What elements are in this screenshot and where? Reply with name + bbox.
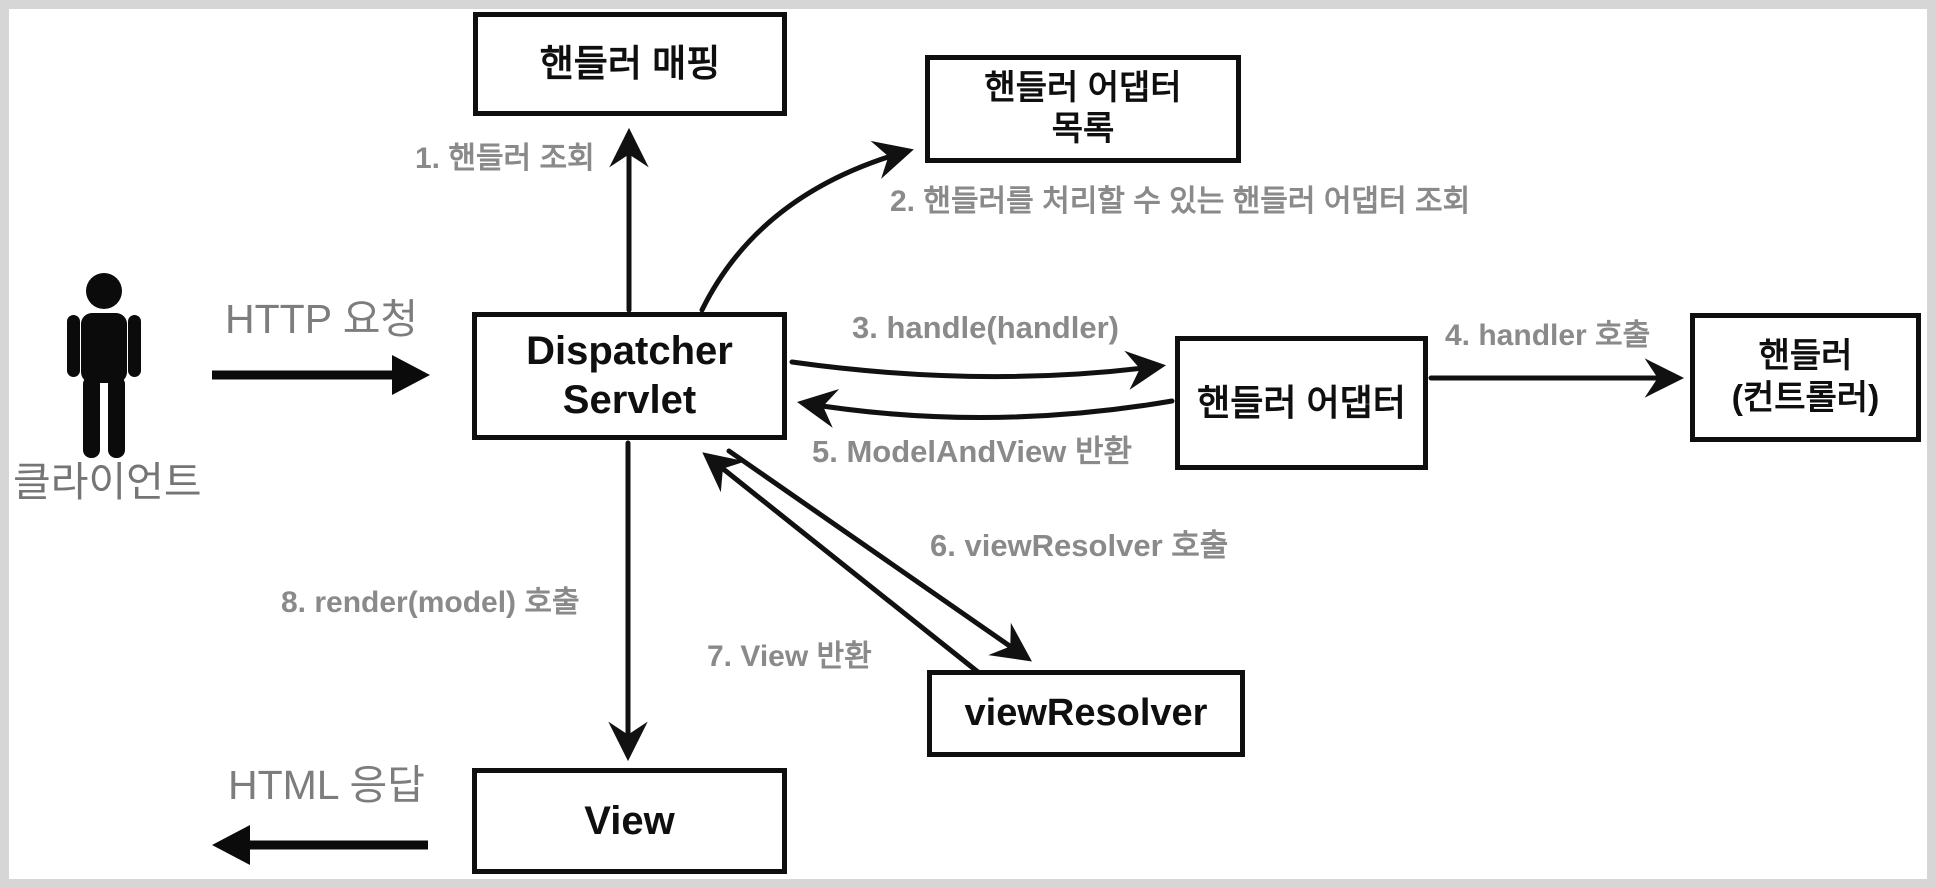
label-step-8: 8. render(model) 호출 (281, 586, 580, 619)
box-handler-controller-line2: (컨트롤러) (1731, 378, 1880, 417)
label-step-4: 4. handler 호출 (1445, 319, 1651, 352)
box-dispatcher-servlet: Dispatcher Servlet (472, 312, 787, 440)
box-handler-adapter-list: 핸들러 어댑터 목록 (925, 55, 1241, 163)
box-handler-adapter-label: 핸들러 어댑터 (1197, 382, 1406, 424)
label-step-5: 5. ModelAndView 반환 (812, 434, 1133, 469)
label-client: 클라이언트 (13, 459, 202, 505)
http-request-arrow (212, 355, 430, 395)
label-step-3: 3. handle(handler) (852, 310, 1119, 345)
box-view: View (472, 768, 787, 874)
label-step-1: 1. 핸들러 조회 (415, 142, 595, 175)
box-handler-controller-line1: 핸들러 (1758, 337, 1853, 376)
arrow-step-6-viewresolver-call (726, 448, 1032, 662)
label-step-2: 2. 핸들러를 처리할 수 있는 핸들러 어댑터 조회 (890, 185, 1471, 218)
box-handler-mapping-label: 핸들러 매핑 (539, 43, 721, 85)
client-person-icon (67, 273, 141, 458)
box-handler-controller: 핸들러 (컨트롤러) (1690, 313, 1921, 442)
label-step-6: 6. viewResolver 호출 (930, 528, 1229, 563)
box-handler-adapter-list-line2: 목록 (1051, 110, 1115, 148)
box-dispatcher-servlet-line2: Servlet (562, 378, 697, 422)
box-view-resolver: viewResolver (927, 670, 1245, 757)
arrow-step-7-view-return (702, 452, 996, 687)
arrow-step-3-handle (789, 350, 1167, 390)
box-handler-adapter-list-line1: 핸들러 어댑터 (984, 68, 1182, 107)
box-dispatcher-servlet-line1: Dispatcher (526, 329, 733, 374)
label-http-request: HTTP 요청 (225, 296, 419, 342)
arrow-step-5-modelandview-return (797, 388, 1175, 428)
label-step-7: 7. View 반환 (707, 640, 872, 673)
label-html-response: HTML 응답 (228, 762, 425, 808)
box-view-resolver-label: viewResolver (964, 692, 1208, 735)
box-handler-adapter: 핸들러 어댑터 (1175, 336, 1428, 470)
arrow-step-2-adapter-lookup (699, 140, 914, 313)
box-handler-mapping: 핸들러 매핑 (473, 12, 787, 116)
box-view-label: View (584, 798, 675, 843)
html-response-arrow (212, 825, 428, 865)
